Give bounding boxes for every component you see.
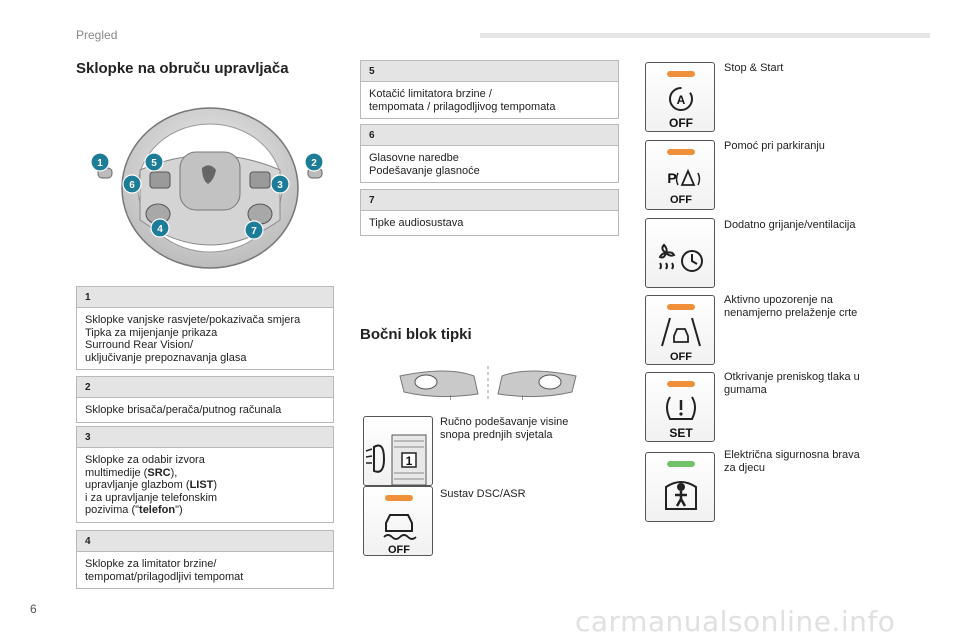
label-line: snopa prednjih svjetala xyxy=(440,429,553,441)
tyre-pressure-label: Otkrivanje preniskog tlaka u gumama xyxy=(724,371,860,397)
svg-text:P: P xyxy=(667,170,676,186)
off-text: OFF xyxy=(670,351,692,363)
label-line: Aktivno upozorenje na xyxy=(724,294,833,306)
legend-number: 4 xyxy=(77,531,333,552)
legend-box-7: 7 Tipke audiosustava xyxy=(360,189,619,236)
legend-box-4: 4 Sklopke za limitator brzine/ tempomat/… xyxy=(76,530,334,589)
legend-line: upravljanje glazbom (LIST) xyxy=(85,479,325,492)
label-line: gumama xyxy=(724,384,767,396)
status-led xyxy=(385,495,413,501)
legend-number: 1 xyxy=(77,287,333,308)
legend-box-6: 6 Glasovne naredbe Podešavanje glasnoće xyxy=(360,124,619,183)
legend-line: tempomata / prilagodljivog tempomata xyxy=(369,100,556,113)
legend-text: ), xyxy=(170,466,178,479)
label-line: Pomoć pri parkiranju xyxy=(724,140,825,152)
wheel-marker-7: 7 xyxy=(251,226,257,237)
legend-line: Sklopke za odabir izvora xyxy=(85,454,205,466)
park-assist-label: Pomoć pri parkiranju xyxy=(724,140,825,153)
label-line: Sustav DSC/ASR xyxy=(440,488,526,500)
status-led xyxy=(667,381,695,387)
steering-switches-title: Sklopke na obruču upravljača xyxy=(76,60,289,77)
legend-line: uključivanje prepoznavanja glasa xyxy=(85,351,247,364)
legend-line: Kotačić limitatora brzine / xyxy=(369,88,492,100)
child-lock-icon[interactable] xyxy=(645,452,715,522)
legend-text: multimedije ( xyxy=(85,466,148,479)
wheel-marker-6: 6 xyxy=(129,180,135,191)
child-lock-label: Električna sigurnosna brava za djecu xyxy=(724,449,860,475)
side-panel-illustration: i i xyxy=(398,364,578,404)
label-line: Električna sigurnosna brava xyxy=(724,449,860,461)
status-led xyxy=(667,304,695,310)
heating-ventilation-label: Dodatno grijanje/ventilacija xyxy=(724,219,855,232)
watermark: carmanualsonline.info xyxy=(575,605,896,638)
legend-line: Surround Rear Vision/ xyxy=(85,339,194,351)
wheel-marker-4: 4 xyxy=(157,224,163,235)
legend-line: Glasovne naredbe xyxy=(369,152,459,164)
legend-number: 6 xyxy=(361,125,618,146)
wheel-marker-5: 5 xyxy=(151,158,157,169)
label-line: nenamjerno prelaženje crte xyxy=(724,307,858,319)
dsc-asr-label: Sustav DSC/ASR xyxy=(440,488,526,501)
legend-line: Sklopke vanjske rasvjete/pokazivača smje… xyxy=(85,314,301,326)
legend-number: 2 xyxy=(77,377,333,398)
section-header: Pregled xyxy=(76,28,118,42)
legend-number: 7 xyxy=(361,190,618,211)
legend-line: Tipka za mijenjanje prikaza xyxy=(85,326,218,339)
legend-bold-telefon: telefon xyxy=(139,504,176,516)
legend-line: tempomat/prilagodljivi tempomat xyxy=(85,570,244,583)
headlamp-beam-adjust-icon[interactable]: 1 xyxy=(363,416,433,486)
label-line: Ručno podešavanje visine xyxy=(440,416,569,428)
tyre-pressure-set-icon[interactable]: SET xyxy=(645,372,715,442)
legend-line: Podešavanje glasnoće xyxy=(369,164,480,177)
legend-text: ") xyxy=(175,504,183,516)
legend-line: Sklopke brisača/perača/putnog računala xyxy=(85,404,282,416)
legend-box-2: 2 Sklopke brisača/perača/putnog računala xyxy=(76,376,334,423)
status-led xyxy=(667,461,695,467)
stop-start-label: Stop & Start xyxy=(724,62,783,75)
legend-bold-list: LIST xyxy=(189,479,214,491)
wheel-marker-1: 1 xyxy=(97,158,103,169)
set-text: SET xyxy=(669,426,693,440)
off-text: OFF xyxy=(670,194,692,206)
stop-start-off-icon[interactable]: A OFF xyxy=(645,62,715,132)
label-line: Stop & Start xyxy=(724,62,784,74)
wheel-marker-3: 3 xyxy=(277,180,283,191)
side-panel-title: Bočni blok tipki xyxy=(360,326,472,343)
page-number: 6 xyxy=(30,602,37,616)
legend-text: pozivima (" xyxy=(85,504,140,516)
label-line: za djecu xyxy=(724,462,765,474)
steering-wheel-illustration: 1 2 3 4 5 6 7 xyxy=(90,100,330,280)
legend-number: 3 xyxy=(77,427,333,448)
legend-text: ) xyxy=(213,479,218,491)
label-line: Otkrivanje preniskog tlaka u xyxy=(724,371,860,383)
headlamp-adjust-label: Ručno podešavanje visine snopa prednjih … xyxy=(440,416,568,442)
legend-line: multimedije (SRC), xyxy=(85,467,325,480)
legend-box-3: 3 Sklopke za odabir izvora multimedije (… xyxy=(76,426,334,523)
legend-line: Tipke audiosustava xyxy=(369,217,464,229)
status-led xyxy=(667,71,695,77)
off-text: OFF xyxy=(388,544,410,556)
legend-line: i za upravljanje telefonskim xyxy=(85,491,218,504)
off-text: OFF xyxy=(669,116,693,130)
label-line: Dodatno grijanje/ventilacija xyxy=(724,219,856,231)
legend-text: upravljanje glazbom ( xyxy=(85,479,190,491)
legend-number: 5 xyxy=(361,61,618,82)
dsc-asr-off-icon[interactable]: OFF xyxy=(363,486,433,556)
park-assist-off-icon[interactable]: P OFF xyxy=(645,140,715,210)
legend-box-1: 1 Sklopke vanjske rasvjete/pokazivača sm… xyxy=(76,286,334,370)
legend-bold-src: SRC xyxy=(147,466,171,479)
svg-text:i: i xyxy=(522,396,523,402)
wheel-marker-2: 2 xyxy=(311,158,317,169)
lane-departure-off-icon[interactable]: OFF xyxy=(645,295,715,365)
status-led xyxy=(667,149,695,155)
legend-box-5: 5 Kotačić limitatora brzine / tempomata … xyxy=(360,60,619,119)
svg-text:A: A xyxy=(677,93,686,107)
headlamp-level-digit: 1 xyxy=(406,454,413,468)
heating-ventilation-timer-icon[interactable] xyxy=(645,218,715,288)
header-divider xyxy=(480,33,930,38)
legend-line: Sklopke za limitator brzine/ xyxy=(85,558,217,570)
legend-line: pozivima ("telefon") xyxy=(85,504,325,517)
svg-text:i: i xyxy=(450,396,451,402)
lane-departure-label: Aktivno upozorenje na nenamjerno prelaže… xyxy=(724,294,857,320)
